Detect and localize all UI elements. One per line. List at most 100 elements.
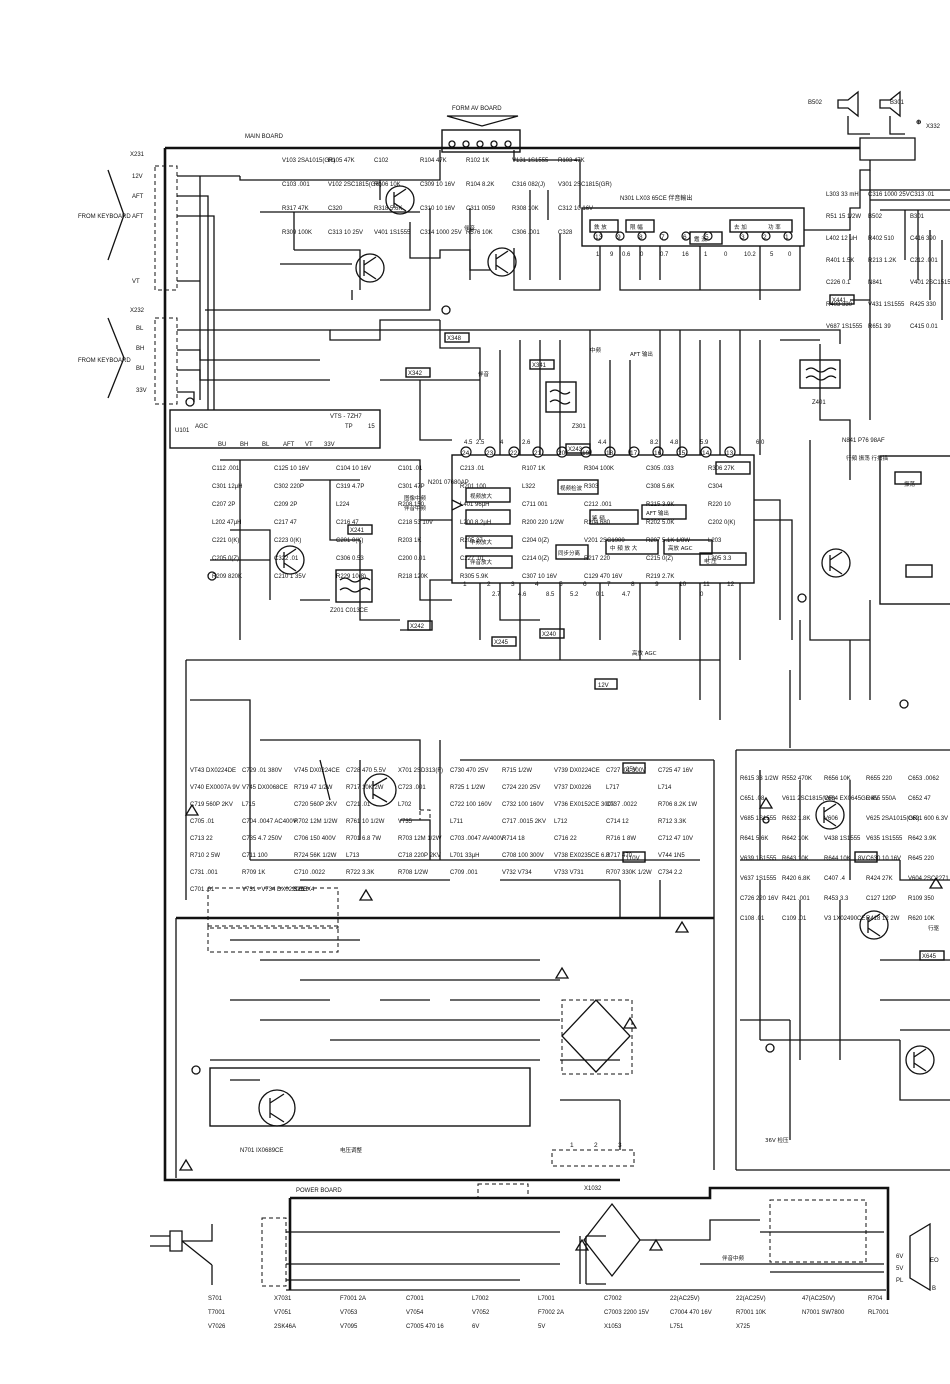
- n301-pin-number: 8: [639, 234, 643, 241]
- note-label: 伴音: [464, 224, 476, 232]
- sif-label: 伴音中频: [404, 504, 427, 512]
- warning-icon: [178, 1158, 194, 1171]
- tuner-u101-label: U101: [175, 428, 190, 434]
- component-label: C102: [374, 158, 389, 164]
- component-label: C727 .01 300V: [606, 768, 646, 774]
- n301-pin-voltage: 10.2: [744, 252, 756, 258]
- component-label: V684 EX0645GE 4V: [824, 796, 879, 802]
- component-label: C217 47: [274, 520, 297, 526]
- main-ic-top-voltage: 5.9: [700, 440, 709, 446]
- component-label: C731 .001: [190, 870, 218, 876]
- net-tag-label: X341: [532, 363, 547, 369]
- component-label: R215 3.9K: [646, 502, 674, 508]
- ic-pin-marker: [484, 446, 496, 458]
- net-tag-box: [444, 332, 470, 343]
- component-label: V131 1S1555: [512, 158, 549, 164]
- component-label: R51 15 1/2W: [826, 214, 861, 220]
- component-label: C711 100: [242, 853, 268, 859]
- net-tag-label: X240: [542, 632, 557, 638]
- component-label: C630 10 16V: [866, 856, 901, 862]
- component-label: C734 2.2: [658, 870, 683, 876]
- component-label: V740 EX0007A 9V: [190, 785, 240, 791]
- warning-icon: [358, 888, 374, 901]
- component-label: C723 .001: [398, 785, 426, 791]
- main-ic-pin-number: 3: [511, 581, 515, 588]
- main-ic-bottom-voltage: 2.7: [492, 592, 501, 598]
- component-label: C701 .01: [190, 887, 215, 893]
- main-ic-block: 中 頻 放 大: [610, 544, 638, 552]
- component-label: C708 100 300V: [502, 853, 544, 859]
- component-label: C328: [558, 230, 573, 236]
- net-tag-label: X645: [922, 954, 937, 960]
- rail-tag-box: [622, 851, 646, 863]
- form-av-board: FORM AV BOARD: [441, 106, 521, 153]
- vif-label: 图像中频: [404, 494, 427, 502]
- component-label: V732 V734: [502, 870, 532, 876]
- main-ic-pin-number: 1: [463, 581, 467, 588]
- component-label: R722 3.3K: [346, 870, 374, 876]
- main-ic-top-voltage: 8.2: [650, 440, 659, 446]
- n301-pin-number: 3: [741, 234, 745, 241]
- component-label: R703 12M 1/2W: [398, 836, 442, 842]
- net-tag-box: [491, 636, 517, 647]
- from-keyboard-label-1: FROM KEYBOARD: [78, 214, 131, 220]
- main-ic-bottom-voltage: 5.2: [570, 592, 579, 598]
- component-label: C129 470 16V: [584, 574, 622, 580]
- tuner-pin-33v: 33V: [324, 442, 335, 448]
- component-label: V201 2SC1900: [584, 538, 625, 544]
- transistor-n701: [258, 1089, 296, 1127]
- rail-tag-box: [622, 762, 646, 774]
- component-label: R102 1K: [466, 158, 489, 164]
- x231-pin-vt: VT: [132, 279, 140, 285]
- warning-icon: [574, 1238, 590, 1251]
- component-label: C202 0(K): [708, 520, 735, 526]
- component-label: C313 10 25V: [328, 230, 363, 236]
- main-ic-pin-number: 13: [726, 450, 734, 457]
- n301-pin-number: 5: [705, 234, 709, 241]
- main-ic-bottom-voltage: 4.7: [622, 592, 631, 598]
- component-label: C212 .001: [910, 258, 938, 264]
- n301-pin-voltage: 0: [640, 252, 644, 258]
- mains-plug-icon: [150, 1230, 183, 1252]
- main-ic-block: 视频检波: [560, 484, 583, 492]
- component-label: V438 1S1555: [824, 836, 861, 842]
- component-label: R303: [584, 484, 599, 490]
- tuner-module: U101 VTS - 7ZH7 TP 15 AGC BU BH BL AFT V…: [169, 409, 381, 449]
- component-label: V401 1S1555: [374, 230, 411, 236]
- main-ic-top-voltage: 2.6: [522, 440, 531, 446]
- transistor-x701: [363, 773, 397, 807]
- component-label: L717: [606, 785, 620, 791]
- x232-pin-33v: 33V: [136, 388, 147, 394]
- net-tag-box: [405, 367, 431, 378]
- component-label: R229 10(8): [336, 574, 366, 580]
- component-label: R717 470: [606, 853, 633, 859]
- component-label: 6V: [472, 1324, 479, 1330]
- component-label: C722 100 160V: [450, 802, 492, 808]
- component-label: C7004 470 16V: [670, 1310, 712, 1316]
- speaker-left-icon: [837, 90, 859, 118]
- component-label: C7003 2200 15V: [604, 1310, 649, 1316]
- component-label: V733 V731: [554, 870, 584, 876]
- component-label: C728 470 5.5V: [346, 768, 386, 774]
- component-label: R105 47K: [328, 158, 355, 164]
- component-label: C214 0(Z): [522, 556, 549, 562]
- n201-label: N201 07680AP: [428, 480, 469, 486]
- component-label: R107 1K: [522, 466, 545, 472]
- main-ic-pin-number: 5: [559, 581, 563, 588]
- n301-block-1: 鉄 放: [594, 223, 607, 231]
- ic-pin-marker: [580, 446, 592, 458]
- component-label: R707 330K 1/2W: [606, 870, 652, 876]
- component-label: R576 10K: [466, 230, 493, 236]
- component-label: T7001: [208, 1310, 226, 1316]
- component-label: C307 10 16V: [522, 574, 557, 580]
- component-label: C108 .01: [740, 916, 765, 922]
- tuner-pin-aft: AFT: [283, 442, 295, 448]
- ic-pin-marker: [637, 231, 647, 241]
- component-label: C7002: [604, 1296, 622, 1302]
- ic-n841: N841 P76 98AF 行頻 振荡 行扫描: [842, 438, 950, 605]
- component-label: C226 0.1: [826, 280, 851, 286]
- component-label: R217 220: [584, 556, 611, 562]
- component-label: L200 8.2μH: [460, 520, 491, 526]
